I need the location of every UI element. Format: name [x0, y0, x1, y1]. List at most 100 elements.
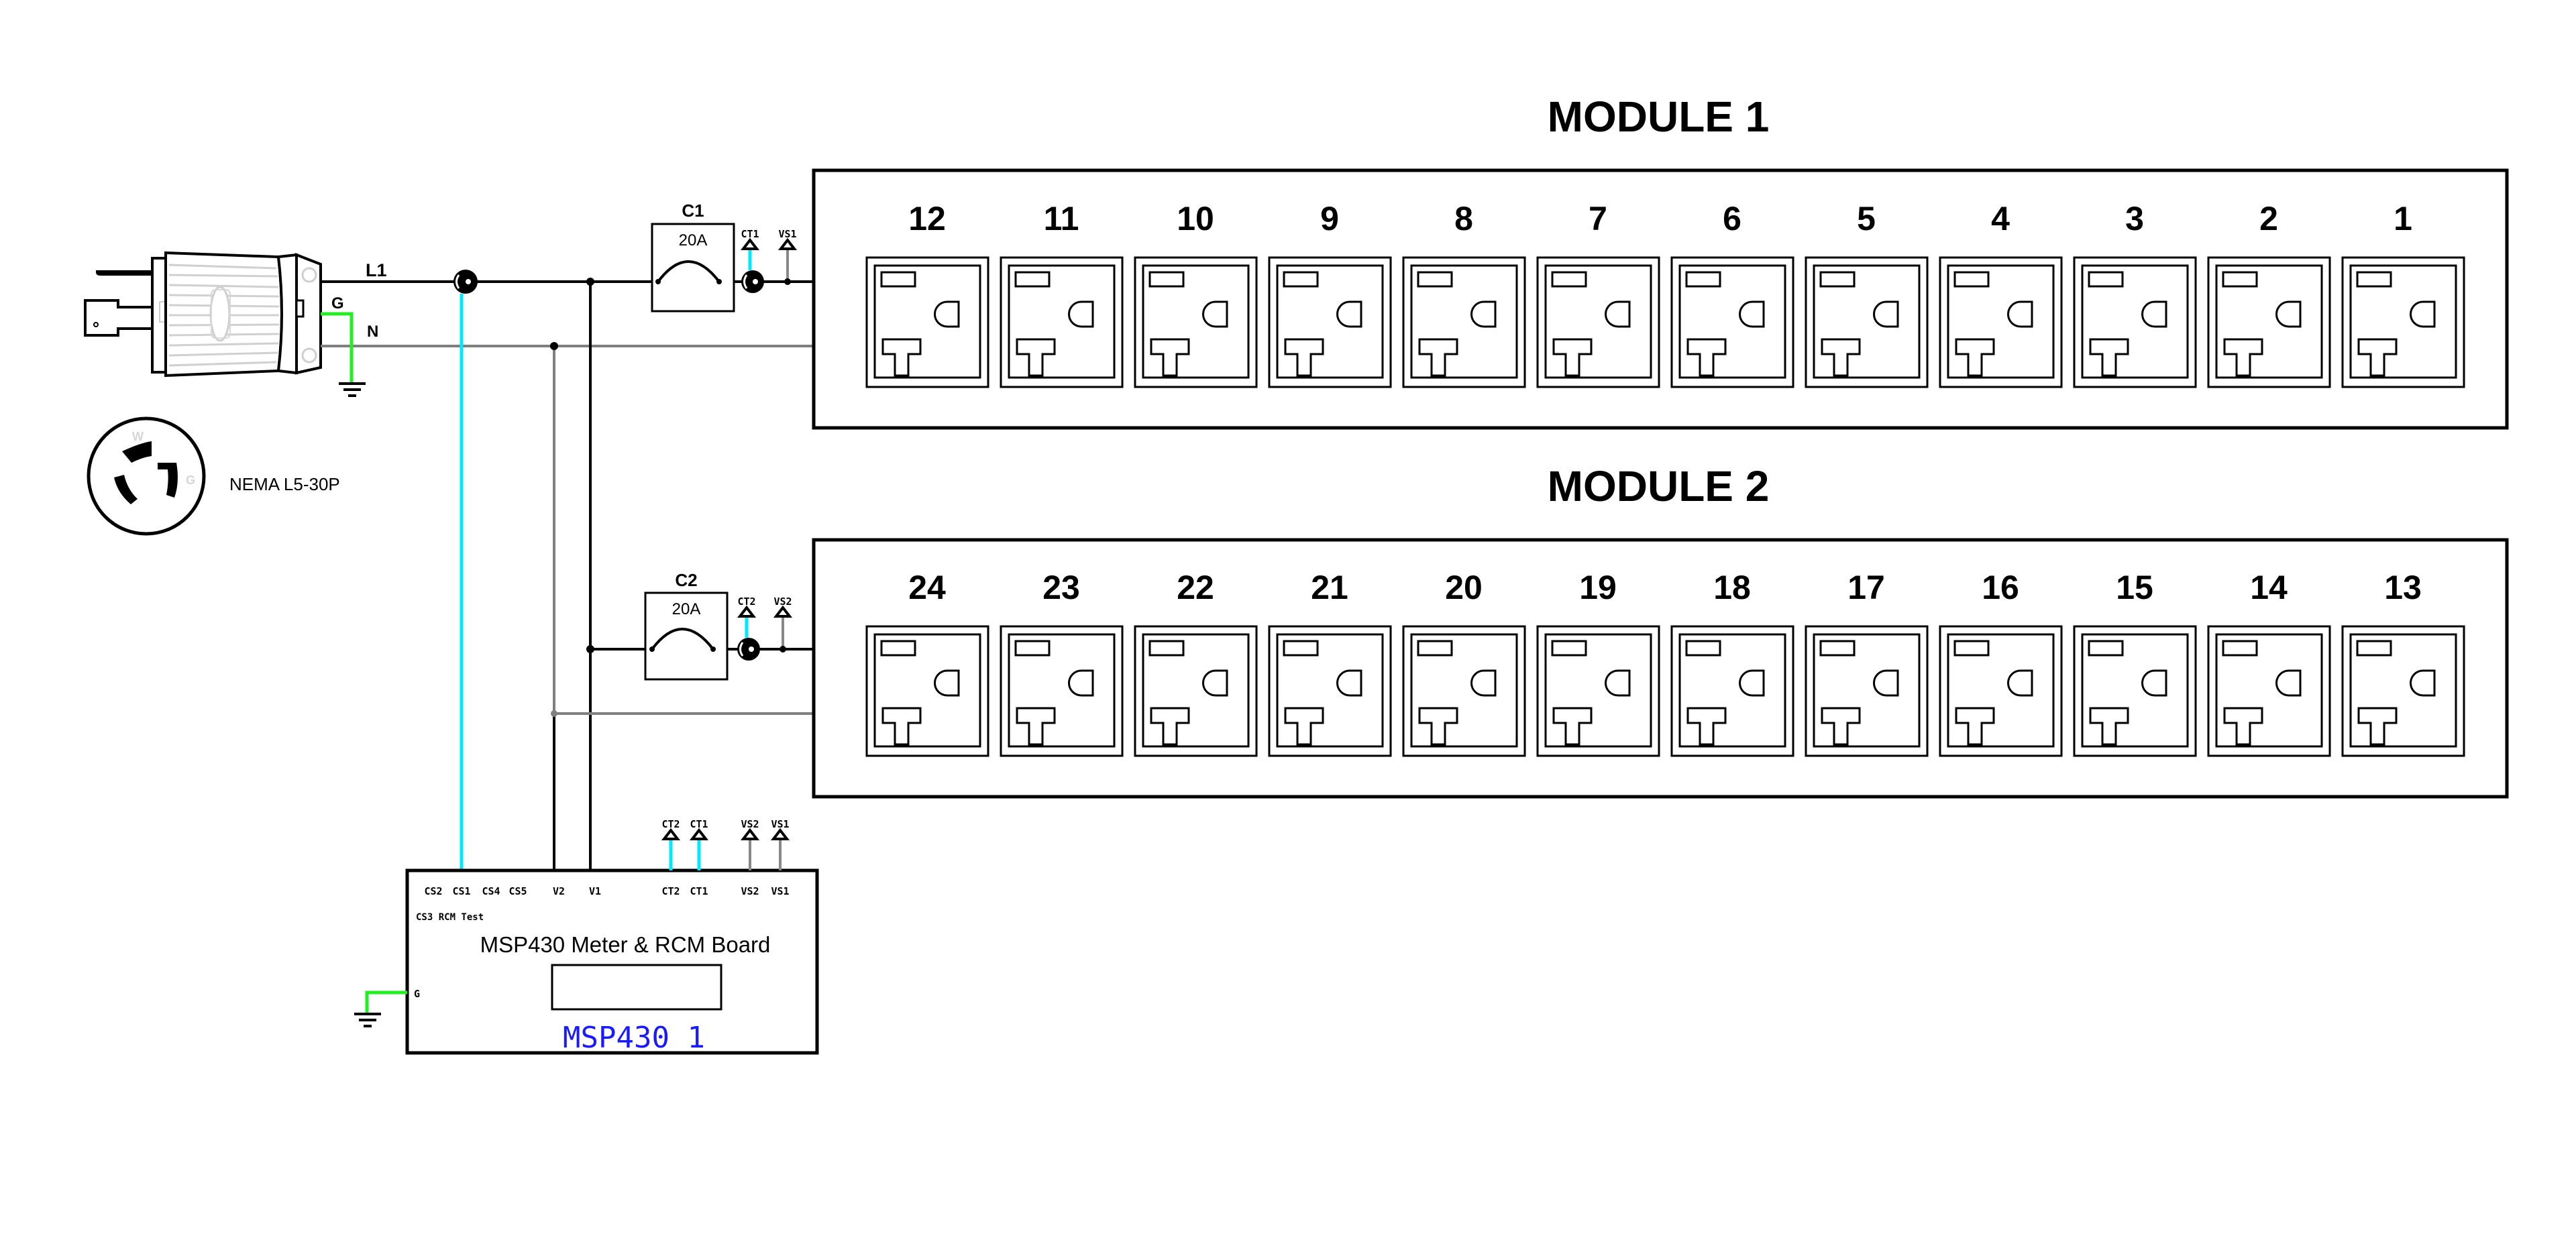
outlet: 17 — [1805, 569, 1929, 757]
nema-w-letter: W — [132, 430, 144, 443]
vs1-tap-dot — [784, 278, 791, 285]
outlet-frame — [865, 256, 989, 388]
outlet-frame — [2073, 625, 2197, 757]
rcm-test-label: CS3 RCM Test — [416, 912, 484, 923]
outlet-t-slot-icon — [1821, 338, 1861, 377]
terminal-ct2: CT2 — [661, 885, 680, 897]
outlet-frame — [1536, 625, 1660, 757]
outlet-face — [2349, 264, 2457, 379]
terminal-ct1: CT1 — [690, 885, 708, 897]
neutral-junction-dot-2 — [551, 710, 557, 717]
outlet: 13 — [2341, 569, 2465, 757]
outlet-frame — [1939, 625, 2063, 757]
plug-ground-wire — [321, 312, 354, 384]
outlet-face — [1813, 633, 1921, 748]
outlet-frame — [1000, 625, 1124, 757]
outlet-t-slot-icon — [1418, 707, 1458, 746]
outlet-number: 20 — [1445, 569, 1483, 606]
outlet: 1 — [2341, 200, 2465, 388]
outlet-frame — [1268, 625, 1392, 757]
outlet-t-slot-icon — [1686, 338, 1727, 377]
outlet-t-slot-icon — [1552, 707, 1593, 746]
outlet-face — [1678, 264, 1786, 379]
outlet-t-slot-icon — [2089, 338, 2129, 377]
outlet: 15 — [2073, 569, 2197, 757]
breaker-c1-rating: 20A — [679, 231, 708, 249]
outlet-ground-hole-icon — [2141, 300, 2167, 328]
outlet-frame — [1134, 256, 1258, 388]
ct2-arrow-icon — [737, 605, 757, 618]
outlet-t-slot-icon — [1686, 707, 1727, 746]
outlet-t-slot-icon — [2223, 338, 2263, 377]
outlet-t-slot-icon — [1016, 707, 1056, 746]
meter-board-id: MSP430 1 — [563, 1021, 705, 1055]
outlet-face — [1142, 264, 1250, 379]
outlet-number: 24 — [908, 569, 946, 606]
outlet-slot-icon — [1283, 271, 1319, 288]
outlet-number: 3 — [2125, 200, 2144, 237]
module2-title: MODULE 2 — [1548, 462, 1770, 510]
outlet-t-slot-icon — [1150, 338, 1190, 377]
meter-sense-inputs: CT2 CT1 VS2 VS1 — [661, 818, 790, 870]
outlet-t-slot-icon — [2357, 707, 2398, 746]
outlet-ground-hole-icon — [2410, 669, 2436, 697]
outlet-face — [1276, 264, 1384, 379]
outlet: 20 — [1402, 569, 1526, 757]
outlet-face — [1276, 633, 1384, 748]
outlet: 11 — [1000, 200, 1124, 388]
terminal-v1: V1 — [589, 885, 601, 897]
ct2-label: CT2 — [737, 596, 755, 608]
outlet-frame — [2207, 256, 2331, 388]
meter-vs2-label: VS2 — [741, 818, 759, 830]
outlet-ground-hole-icon — [934, 669, 960, 697]
breaker-c1-name: C1 — [682, 201, 704, 221]
outlet: 21 — [1268, 569, 1392, 757]
outlet-slot-icon — [2222, 271, 2258, 288]
outlet-number: 5 — [1857, 200, 1876, 237]
outlet-slot-icon — [2088, 640, 2124, 657]
outlet-frame — [1134, 625, 1258, 757]
outlet: 12 — [865, 200, 989, 388]
outlet-frame — [1805, 625, 1929, 757]
outlet-ground-hole-icon — [1470, 300, 1497, 328]
outlet-number: 13 — [2384, 569, 2422, 606]
terminal-vs1: VS1 — [771, 885, 789, 897]
outlet-ground-hole-icon — [1068, 300, 1094, 328]
outlet-frame — [2207, 625, 2331, 757]
outlet-ground-hole-icon — [2275, 300, 2302, 328]
outlet-face — [1142, 633, 1250, 748]
outlet-slot-icon — [1819, 640, 1856, 657]
outlet-t-slot-icon — [1150, 707, 1190, 746]
outlet-face — [1813, 264, 1921, 379]
meter-ct1-arrow-icon — [689, 828, 709, 840]
outlet-face — [1008, 264, 1116, 379]
terminal-cs2: CS2 — [424, 885, 442, 897]
outlet-slot-icon — [1685, 640, 1721, 657]
outlet-t-slot-icon — [2089, 707, 2129, 746]
outlet-number: 21 — [1311, 569, 1348, 606]
breaker-c2-name: C2 — [675, 570, 697, 590]
outlet-slot-icon — [2088, 271, 2124, 288]
outlet-t-slot-icon — [2357, 338, 2398, 377]
outlet-t-slot-icon — [2223, 707, 2263, 746]
outlet-number: 12 — [908, 200, 946, 237]
outlet-t-slot-icon — [881, 338, 922, 377]
outlet-frame — [2341, 625, 2465, 757]
twist-lock-plug-icon — [84, 251, 322, 378]
outlet-face — [2349, 633, 2457, 748]
outlet: 8 — [1402, 200, 1526, 388]
outlet-frame — [2341, 256, 2465, 388]
outlet-face — [1008, 633, 1116, 748]
outlet-number: 9 — [1320, 200, 1339, 237]
outlet-slot-icon — [1685, 271, 1721, 288]
outlet: 2 — [2207, 200, 2331, 388]
outlet-t-slot-icon — [1821, 707, 1861, 746]
outlet-slot-icon — [1283, 640, 1319, 657]
outlet-face — [2081, 633, 2189, 748]
meter-terminal-labels: CS2 CS1 CS4 CS5 V2 V1 CT2 CT1 VS2 VS1 — [424, 885, 789, 897]
ct1-label: CT1 — [741, 228, 759, 240]
outlet-face — [873, 264, 981, 379]
outlet-ground-hole-icon — [1336, 669, 1362, 697]
